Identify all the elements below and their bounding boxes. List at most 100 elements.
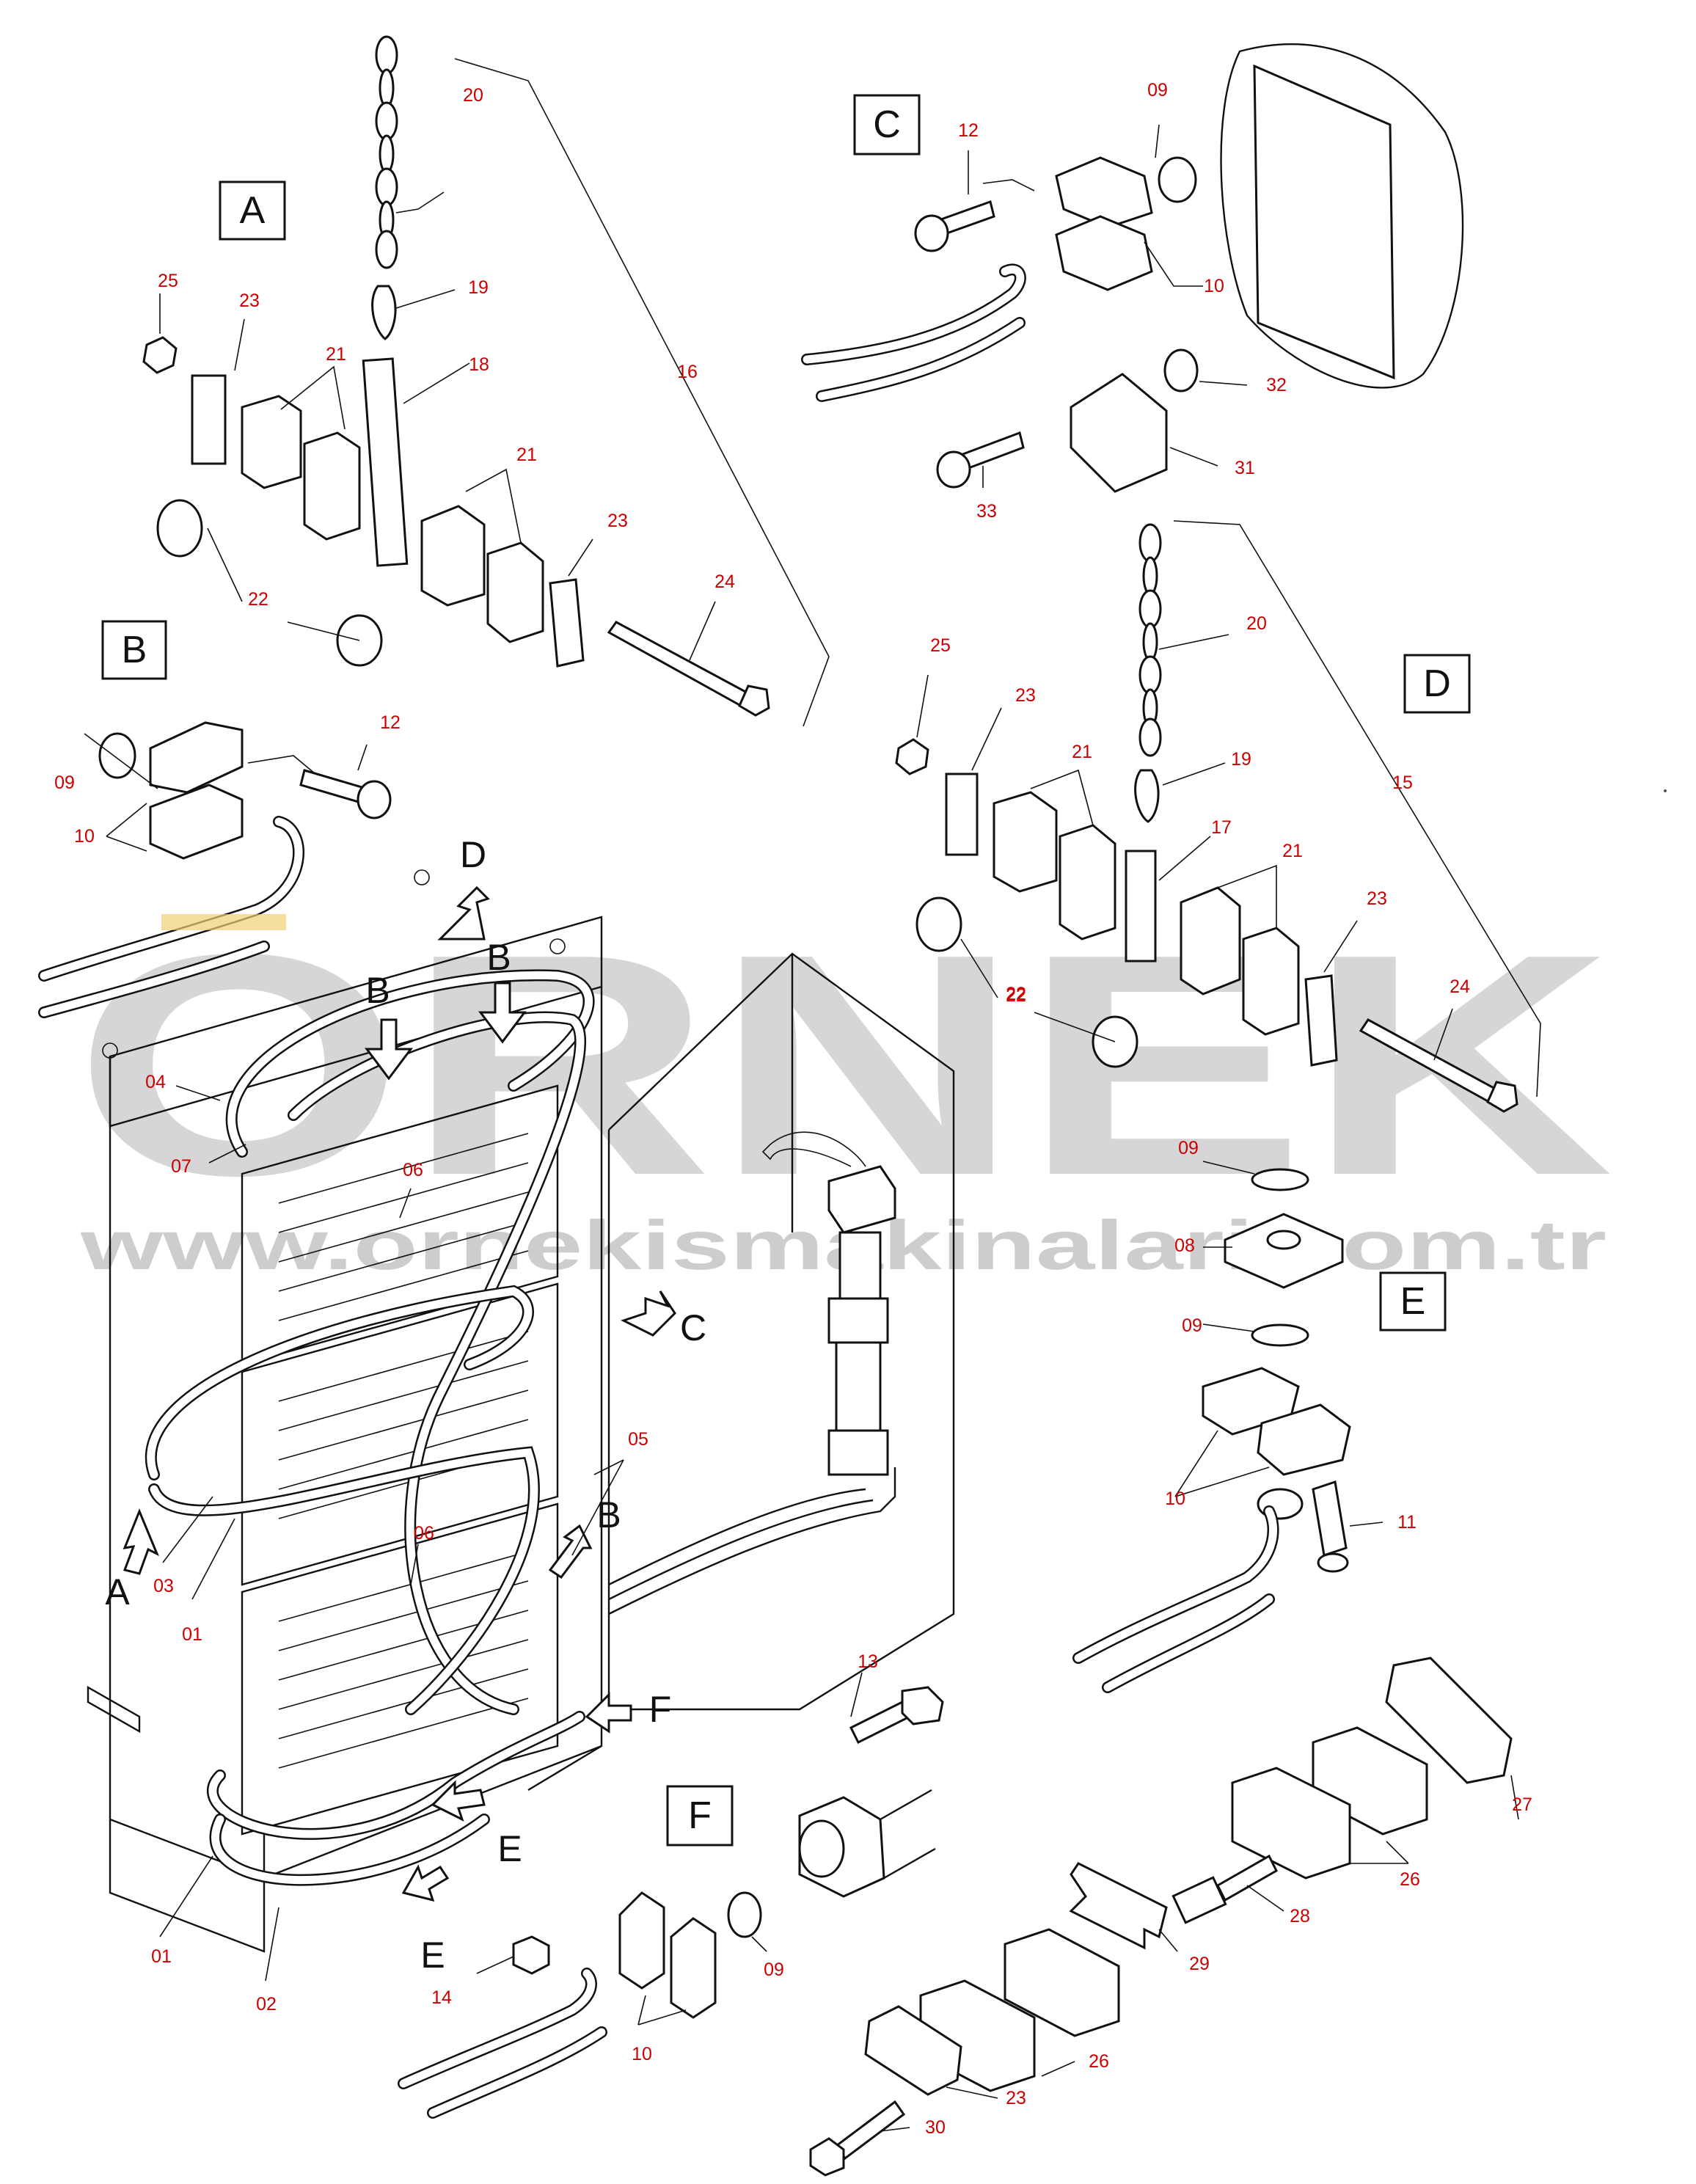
arrow-a: A: [105, 1508, 159, 1613]
retainer: [1069, 1862, 1168, 1950]
flange-icon: [1257, 1403, 1351, 1476]
o-ring-icon: [1158, 156, 1197, 203]
part-label: 25: [930, 635, 951, 656]
plate: [1304, 974, 1338, 1067]
bolt-icon: [1359, 1018, 1518, 1113]
part-label: 29: [1189, 1954, 1210, 1974]
flange-icon: [149, 721, 244, 794]
part-label: 20: [1246, 613, 1267, 634]
stray-dot: [1664, 789, 1667, 792]
bolt-icon: [1312, 1480, 1349, 1573]
arrow-c: C: [621, 1290, 706, 1348]
part-label: 21: [1282, 841, 1303, 861]
part-label: 17: [1211, 817, 1232, 838]
part-label: 12: [380, 712, 401, 733]
radiator-core-top: [241, 1084, 559, 1366]
view-box-f: F: [666, 1785, 734, 1847]
part-label: 06: [414, 1523, 434, 1544]
assembly-arrows: D B B C B F E E: [105, 834, 706, 1976]
highlight-band: [161, 914, 286, 930]
plate: [1385, 1657, 1513, 1784]
part-label: 09: [54, 773, 75, 793]
part-label: 13: [858, 1651, 878, 1672]
arrow-d: D: [437, 834, 490, 941]
part-label: 09: [1147, 80, 1168, 101]
part-label: 22: [1006, 984, 1026, 1004]
bolt-icon: [809, 2100, 906, 2177]
part-label: 27: [1512, 1794, 1532, 1815]
radiator-assembly: [87, 869, 955, 1953]
detail-e: E 09 08 09 10 11: [1072, 1138, 1447, 1693]
part-label: 10: [74, 826, 95, 847]
part-label: 32: [1266, 375, 1287, 395]
part-label: 08: [1174, 1235, 1195, 1256]
part-label: 19: [468, 277, 489, 298]
view-box-b: B: [101, 620, 167, 680]
svg-text:D: D: [1423, 662, 1451, 705]
hose-icon: [1072, 1505, 1279, 1664]
plate: [191, 374, 227, 465]
clamp-icon: [919, 1726, 1428, 2092]
flange-icon: [1224, 1213, 1344, 1289]
part-label: 15: [1392, 773, 1413, 793]
svg-text:C: C: [680, 1307, 706, 1348]
part-label: 14: [431, 1987, 452, 2008]
clamp-icon: [241, 395, 544, 643]
link-bar: [1125, 850, 1157, 963]
nut: [512, 1935, 550, 1975]
o-ring-icon: [98, 732, 136, 779]
arrow-b-lower: B: [548, 1494, 621, 1579]
bolt-icon: [849, 1686, 944, 1745]
part-label: 30: [925, 2117, 946, 2138]
part-label: 20: [463, 85, 483, 106]
bolt-icon: [1172, 1854, 1278, 1924]
part-label: 09: [764, 1960, 784, 1980]
valve-icon: [761, 1131, 896, 1476]
arrow-e-upper: E: [431, 1780, 522, 1869]
part-label: 06: [403, 1160, 423, 1180]
detail-c: C 12 09 10 32 31: [801, 43, 1464, 522]
part-label: 16: [677, 362, 698, 382]
arrow-f: F: [585, 1689, 672, 1734]
part-label: 25: [158, 271, 178, 291]
arrow-e-lower: E: [401, 1864, 450, 1976]
svg-text:F: F: [649, 1689, 672, 1730]
cover-plate: [1070, 373, 1168, 493]
radiator-core-middle: [241, 1282, 559, 1586]
clamp-icon: [993, 791, 1300, 1036]
flange-icon: [149, 784, 244, 860]
view-box-e: E: [1379, 1271, 1447, 1332]
svg-text:E: E: [497, 1828, 522, 1869]
part-label: 12: [958, 120, 979, 141]
tank-pipes: [608, 1467, 896, 1615]
svg-text:B: B: [596, 1494, 621, 1535]
part-label: 23: [1015, 685, 1036, 706]
assembly-labels: 04 07 06 06 05 03 01 01 02: [145, 1072, 648, 2015]
svg-text:B: B: [365, 970, 390, 1011]
svg-text:B: B: [122, 629, 147, 671]
o-ring-icon: [1251, 1168, 1309, 1191]
radiator-core-bottom: [241, 1502, 559, 1836]
bushing: [156, 499, 203, 558]
svg-text:C: C: [873, 103, 901, 146]
flange-icon: [1055, 156, 1153, 291]
svg-text:A: A: [240, 189, 266, 232]
svg-text:F: F: [688, 1794, 712, 1837]
part-label: 09: [1182, 1315, 1202, 1336]
part-label: 26: [1089, 2051, 1109, 2072]
o-ring-icon: [1163, 348, 1199, 392]
bolt-icon: [299, 769, 392, 819]
plate: [549, 578, 585, 668]
arrow-b-right: B: [478, 937, 527, 1044]
svg-text:E: E: [1400, 1280, 1426, 1323]
part-label: 31: [1235, 458, 1255, 478]
part-label: 28: [1290, 1906, 1310, 1926]
view-box-a: A: [219, 180, 286, 241]
part-label: 03: [153, 1576, 174, 1596]
svg-text:D: D: [460, 834, 486, 875]
part-label: 10: [1204, 276, 1224, 296]
part-label: 09: [1178, 1138, 1199, 1158]
bolt-icon: [607, 621, 770, 717]
part-label: 33: [976, 501, 997, 522]
